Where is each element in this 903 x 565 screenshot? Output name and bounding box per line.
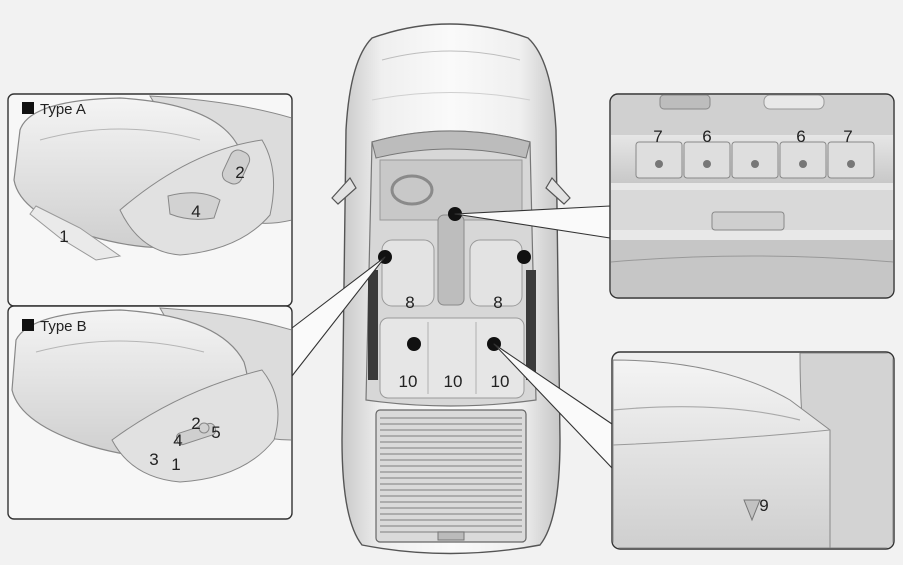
panel-console-switches: 7 6 6 7 — [610, 94, 894, 300]
type-b-callout-4: 4 — [173, 431, 182, 450]
type-a-callout-4: 4 — [191, 202, 200, 221]
console-callout-7-left: 7 — [653, 127, 662, 146]
callout-10-center: 10 — [444, 372, 463, 391]
panel-rear-seat: 9 — [612, 352, 894, 549]
type-a-label: Type A — [40, 101, 86, 118]
console-callout-7-right: 7 — [843, 127, 852, 146]
type-b-callout-5: 5 — [211, 423, 220, 442]
type-b-square-icon — [22, 319, 34, 331]
callout-8-left: 8 — [405, 293, 414, 312]
panel-type-b: Type B 1 2 3 4 5 — [8, 306, 292, 519]
passenger-seat-location-dot — [517, 250, 531, 264]
callout-10-left: 10 — [399, 372, 418, 391]
callout-8-right: 8 — [493, 293, 502, 312]
callout-10-right: 10 — [491, 372, 510, 391]
type-b-callout-3: 3 — [149, 450, 158, 469]
rear-left-location-dot — [407, 337, 421, 351]
type-b-callout-2: 2 — [191, 414, 200, 433]
console-callout-6-right: 6 — [796, 127, 805, 146]
car-top-view: 8 8 10 10 10 — [332, 24, 570, 554]
type-a-callout-1: 1 — [59, 227, 68, 246]
type-a-callout-2: 2 — [235, 163, 244, 182]
rear-seat-callout-9: 9 — [759, 496, 768, 515]
console-callout-6-left: 6 — [702, 127, 711, 146]
panel-type-a: Type A 1 2 4 — [8, 94, 292, 306]
type-b-callout-1: 1 — [171, 455, 180, 474]
type-b-label: Type B — [40, 318, 87, 335]
type-a-square-icon — [22, 102, 34, 114]
